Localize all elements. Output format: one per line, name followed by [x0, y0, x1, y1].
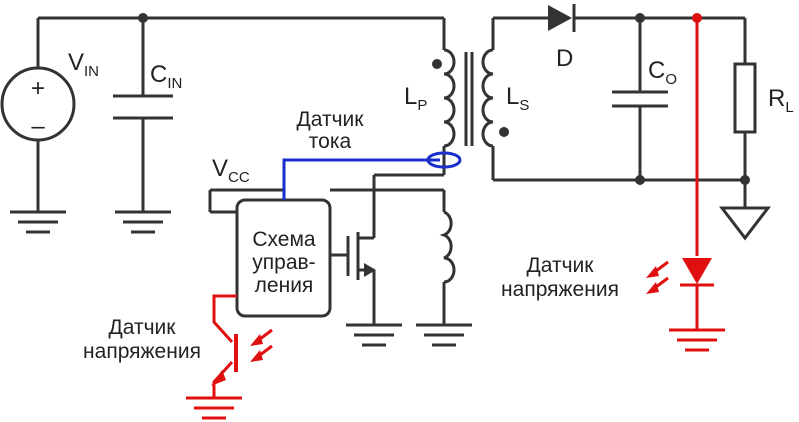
voltage-sensor-left-line-1: Датчик	[109, 316, 177, 339]
transformer-core	[464, 52, 474, 146]
junction-dots	[138, 13, 750, 185]
component-labels: VIN CIN LP LS D CO RL VCC Датчик тока Да…	[68, 45, 794, 363]
current-sense	[282, 151, 462, 200]
rl-resistor	[733, 62, 757, 134]
cin-label: CIN	[150, 61, 182, 92]
voltage-sense-right	[646, 13, 725, 352]
ground-aux	[416, 323, 472, 347]
primary-coil	[443, 48, 456, 148]
co-capacitor	[612, 90, 668, 108]
ground-symbols	[10, 210, 472, 347]
current-sensor-line-2: тока	[309, 130, 352, 153]
minus-sign: –	[31, 113, 45, 140]
ground-mosfet	[346, 323, 402, 347]
rl-label: RL	[768, 85, 794, 116]
vcc-label: VCC	[212, 155, 250, 186]
d-label: D	[556, 45, 573, 72]
cin-capacitor	[113, 94, 173, 120]
aux-coil	[439, 210, 456, 284]
lp-label: LP	[404, 83, 427, 114]
ground-cin	[115, 210, 171, 234]
controller-line-2: управ-	[252, 251, 315, 274]
primary-wiring	[36, 16, 747, 325]
vin-label: VIN	[68, 49, 99, 80]
secondary-coil	[481, 48, 494, 148]
voltage-sensor-right-line-2: напряжения	[501, 278, 619, 301]
ls-label: LS	[506, 83, 529, 114]
ground-vin	[10, 210, 66, 234]
controller-line-1: Схема	[252, 228, 316, 251]
secondary-dot	[499, 127, 509, 137]
voltage-sensor-right-line-1: Датчик	[527, 254, 595, 277]
current-sensor-line-1: Датчик	[297, 108, 365, 131]
diode-d	[548, 4, 576, 32]
primary-dot	[432, 59, 442, 69]
vin-source: + –	[0, 66, 76, 142]
output-ground-triangle	[718, 206, 772, 241]
mosfet-arrow	[364, 263, 376, 277]
voltage-sensor-left-line-2: напряжения	[83, 340, 201, 363]
plus-sign: +	[31, 75, 45, 102]
controller-line-3: ления	[255, 274, 314, 297]
co-label: CO	[648, 57, 677, 88]
voltage-sense-left	[186, 294, 273, 420]
